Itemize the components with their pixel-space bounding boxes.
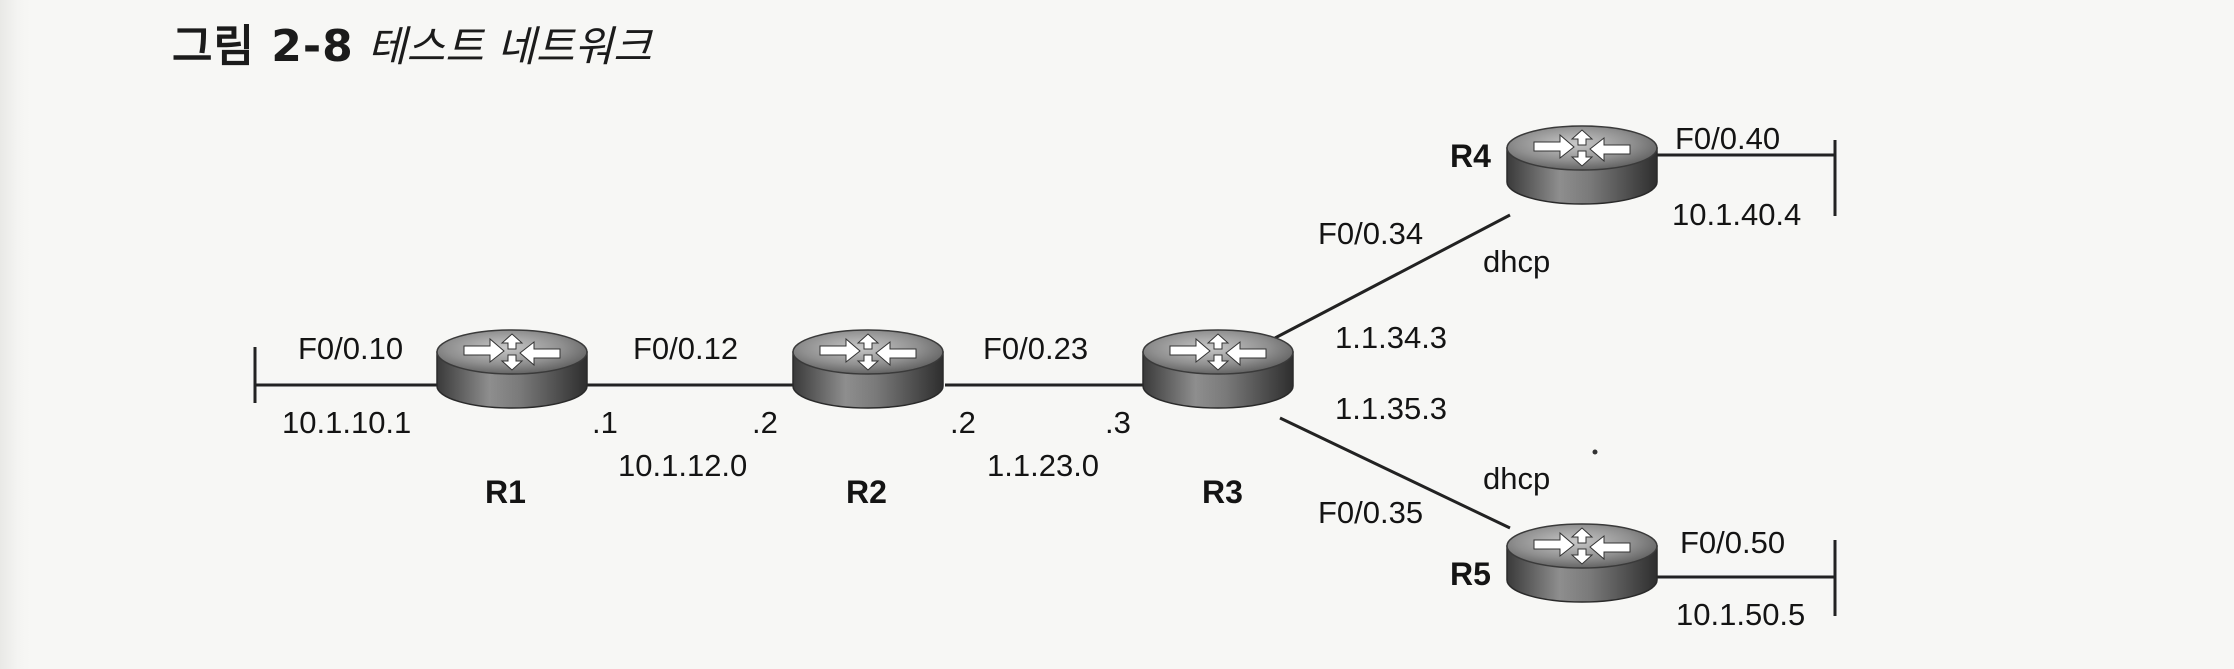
- figure-caption: 그림 2-8 테스트 네트워크: [172, 10, 652, 72]
- link-r2-r3-interface-label: F0/0.23: [983, 331, 1089, 366]
- link-r1-r2-interface-label: F0/0.12: [633, 331, 739, 366]
- r1-lan-interface-label: F0/0.10: [298, 331, 404, 366]
- router-r5-icon: [1506, 523, 1658, 603]
- link-r3-r4-address-label: 1.1.34.3: [1335, 320, 1448, 355]
- r1-host-label: .1: [592, 405, 618, 440]
- router-r3-name: R3: [1202, 474, 1243, 510]
- r5-dhcp-label: dhcp: [1483, 461, 1551, 496]
- r5-lan-address-label: 10.1.50.5: [1676, 597, 1806, 632]
- link-r3-r4: [1274, 213, 1511, 340]
- link-r3-r5-address-label: 1.1.35.3: [1335, 391, 1448, 426]
- router-r1-icon: [436, 329, 588, 409]
- router-r2-name: R2: [846, 474, 887, 510]
- router-r4-icon: [1506, 125, 1658, 205]
- page-edge-shadow: [0, 0, 30, 669]
- router-r4-name: R4: [1450, 138, 1491, 174]
- link-r3-r5: [1279, 416, 1511, 530]
- router-r3-icon: [1142, 329, 1294, 409]
- router-r5-name: R5: [1450, 556, 1491, 592]
- link-r1-r2-network-label: 10.1.12.0: [618, 448, 748, 483]
- r4-dhcp-label: dhcp: [1483, 244, 1551, 279]
- r2-right-host-label: .2: [950, 405, 976, 440]
- r2-left-host-label: .2: [752, 405, 778, 440]
- r5-lan-interface-label: F0/0.50: [1680, 525, 1786, 560]
- r4-lan-interface-label: F0/0.40: [1675, 121, 1781, 156]
- link-r2-r3-network-label: 1.1.23.0: [987, 448, 1100, 483]
- link-r3-r4-interface-label: F0/0.34: [1318, 216, 1424, 251]
- figure-number: 그림 2-8: [172, 21, 354, 72]
- router-r2-icon: [792, 329, 944, 409]
- r3-left-host-label: .3: [1105, 405, 1131, 440]
- link-r3-r5-interface-label: F0/0.35: [1318, 495, 1424, 530]
- r1-lan-address-label: 10.1.10.1: [282, 405, 412, 440]
- router-r1-name: R1: [485, 474, 526, 510]
- r4-lan-address-label: 10.1.40.4: [1672, 197, 1802, 232]
- figure-title: 테스트 네트워크: [367, 22, 652, 71]
- stray-dot: [1592, 449, 1598, 455]
